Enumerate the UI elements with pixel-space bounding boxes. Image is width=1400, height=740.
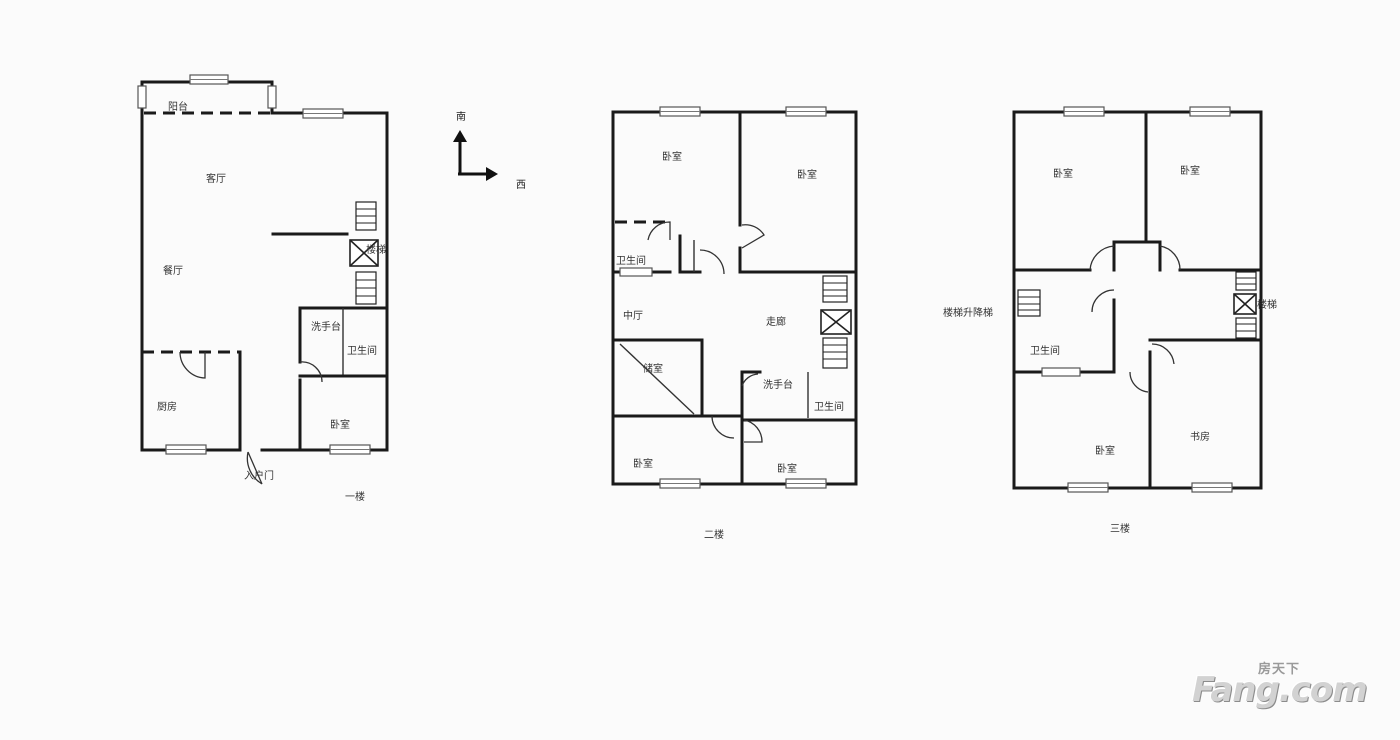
- floor-2-label: 二楼: [704, 528, 724, 541]
- dining-room-label: 餐厅: [163, 264, 183, 277]
- floor-2-plan: 卧室 卧室 卫生间 中厅 走廊 储室 洗手台 卫生间 卧室 卧室 二楼: [611, 106, 858, 541]
- bedroom-sw-label: 卧室: [633, 457, 653, 470]
- stair-label: 楼梯: [1257, 298, 1277, 311]
- floor-1-label: 一楼: [345, 490, 365, 503]
- bedroom-ne-label: 卧室: [1180, 164, 1200, 177]
- bathroom-west-label: 卫生间: [616, 254, 646, 267]
- bathroom-label: 卫生间: [347, 344, 377, 357]
- storage-room-label: 储室: [643, 362, 663, 375]
- fang-logo: 房天下 Fang.com: [1192, 658, 1382, 718]
- middle-hall-label: 中厅: [623, 309, 643, 322]
- floor-1-plan: 阳台 客厅 餐厅 楼梯 洗手台 卫生间 厨房 卧室 入户门 一楼: [137, 74, 389, 503]
- entrance-door-label: 入户门: [244, 469, 274, 482]
- floor-3-label: 三楼: [1110, 522, 1130, 535]
- compass-east-label: 西: [516, 180, 526, 191]
- kitchen-label: 厨房: [157, 400, 177, 413]
- compass-north-label: 南: [456, 110, 466, 123]
- bedroom-se-label: 卧室: [777, 462, 797, 475]
- wash-basin-label: 洗手台: [763, 378, 793, 391]
- bedroom-nw-label: 卧室: [1053, 167, 1073, 180]
- bedroom-label: 卧室: [330, 418, 350, 431]
- terrace-label: 阳台: [168, 100, 188, 113]
- bathroom-label: 卫生间: [1030, 344, 1060, 357]
- floor-3-plan: 卧室 卧室 楼梯升降梯 卫生间 楼梯 卧室 书房 三楼: [943, 106, 1277, 535]
- stair-lift-label: 楼梯升降梯: [943, 306, 993, 319]
- study-label: 书房: [1190, 430, 1210, 443]
- bathroom-east-label: 卫生间: [814, 400, 844, 413]
- brand-name: Fang.com: [1192, 670, 1368, 710]
- corridor-label: 走廊: [766, 315, 786, 328]
- wash-basin-label: 洗手台: [311, 320, 341, 333]
- stair-label: 楼梯: [366, 243, 386, 256]
- bedroom-ne-label: 卧室: [797, 168, 817, 181]
- bedroom-sw-label: 卧室: [1095, 444, 1115, 457]
- brand-chinese-name: 房天下: [1258, 662, 1301, 677]
- bedroom-nw-label: 卧室: [662, 150, 682, 163]
- compass-icon: [453, 130, 498, 181]
- living-room-label: 客厅: [206, 172, 226, 185]
